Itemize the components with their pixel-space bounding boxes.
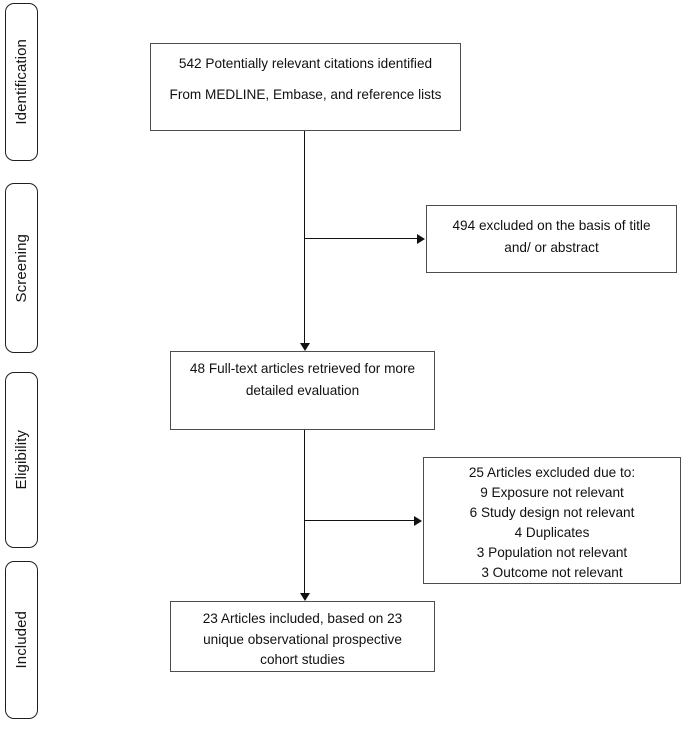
box-studies-included-text: 23 Articles included, based on 23 unique… <box>171 602 434 667</box>
box-articles-excluded-reasons-line-4: 4 Duplicates <box>514 525 590 541</box>
box-articles-excluded-reasons-line-1: 25 Articles excluded due to: <box>468 465 636 480</box>
phase-box-identification: Identification <box>5 3 38 161</box>
arrowhead-branch-to-excluded-reasons <box>414 516 422 526</box>
arrowhead-fulltext-to-included <box>300 593 310 601</box>
phase-label-identification: Identification <box>13 39 30 125</box>
box-studies-included-line-3: cohort studies <box>260 652 345 668</box>
box-records-identified-text: 542 Potentially relevant citations ident… <box>151 44 460 101</box>
box-records-excluded-title-abstract-line-1: 494 excluded on the basis of title <box>452 218 651 233</box>
box-articles-excluded-reasons-line-6: 3 Outcome not relevant <box>481 565 623 581</box>
phase-box-included: Included <box>5 561 38 719</box>
box-full-text-retrieved-line-1: 48 Full-text articles retrieved for more <box>189 361 416 376</box>
box-records-excluded-title-abstract-line-2: and/ or abstract <box>504 239 599 255</box>
connector-identified-to-fulltext <box>304 131 306 343</box>
arrowhead-identified-to-fulltext <box>300 343 310 351</box>
phase-label-screening: Screening <box>13 233 30 303</box>
box-records-identified: 542 Potentially relevant citations ident… <box>150 43 461 131</box>
connector-branch-to-excluded-reasons <box>304 520 415 522</box>
box-studies-included-line-1: 23 Articles included, based on 23 <box>202 611 403 626</box>
box-full-text-retrieved-line-2: detailed evaluation <box>245 382 360 398</box>
box-articles-excluded-reasons-line-3: 6 Study design not relevant <box>469 505 635 521</box>
box-records-excluded-title-abstract: 494 excluded on the basis of title and/ … <box>426 205 677 273</box>
box-articles-excluded-reasons: 25 Articles excluded due to: 9 Exposure … <box>423 457 681 584</box>
phase-box-screening: Screening <box>5 183 38 353</box>
phase-label-eligibility: Eligibility <box>13 430 30 490</box>
box-studies-included: 23 Articles included, based on 23 unique… <box>170 601 435 672</box>
box-records-identified-line-1: 542 Potentially relevant citations ident… <box>178 56 433 71</box>
phase-label-included: Included <box>13 611 30 669</box>
box-full-text-retrieved-text: 48 Full-text articles retrieved for more… <box>171 352 434 397</box>
box-articles-excluded-reasons-line-2: 9 Exposure not relevant <box>480 485 624 501</box>
box-records-excluded-title-abstract-text: 494 excluded on the basis of title and/ … <box>427 206 676 254</box>
box-studies-included-line-2: unique observational prospective <box>203 631 402 647</box>
phase-box-eligibility: Eligibility <box>5 372 38 548</box>
connector-fulltext-to-included <box>304 430 306 593</box>
box-records-identified-line-2: From MEDLINE, Embase, and reference list… <box>169 86 442 102</box>
box-articles-excluded-reasons-line-5: 3 Population not relevant <box>476 545 628 561</box>
arrowhead-branch-to-excluded-title-abstract <box>417 234 425 244</box>
box-full-text-retrieved: 48 Full-text articles retrieved for more… <box>170 351 435 430</box>
connector-branch-to-excluded-title-abstract <box>304 238 418 240</box>
box-articles-excluded-reasons-text: 25 Articles excluded due to: 9 Exposure … <box>424 458 680 580</box>
